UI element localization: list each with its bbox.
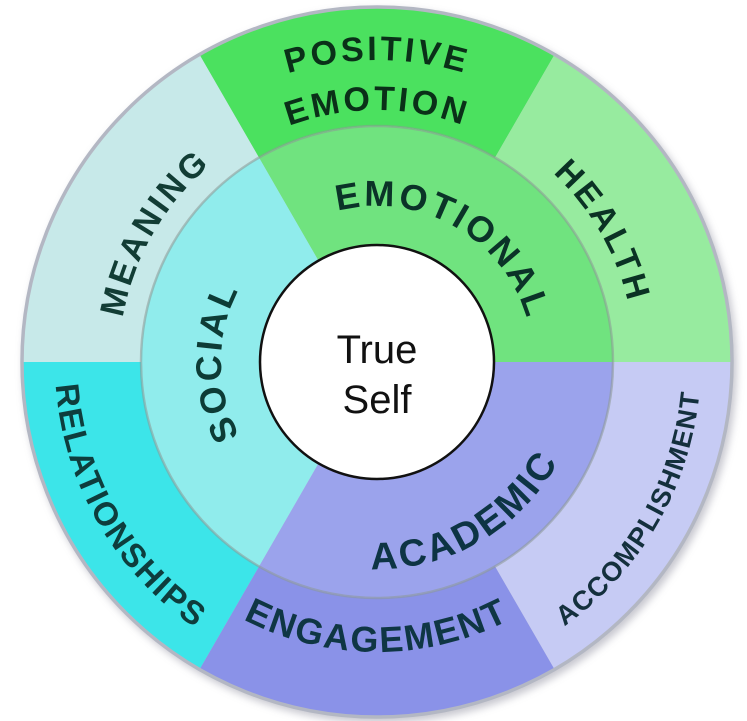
segment-engagement: [199, 566, 555, 717]
segment-meaning: [22, 54, 259, 362]
segment-health: [495, 54, 732, 362]
center-text-line2: Self: [343, 378, 413, 422]
segment-social: [140, 157, 319, 567]
segment-academic: [259, 362, 613, 599]
center-text-line1: True: [337, 328, 418, 372]
segment-emotional: [259, 125, 613, 363]
segment-accomplishment: [495, 362, 732, 670]
center-circle: [258, 243, 496, 481]
outer-ring-border: [20, 5, 734, 719]
segment-relationships: [22, 362, 259, 670]
ring-divider: [139, 124, 615, 600]
segment-positive-emotion: [199, 7, 555, 158]
